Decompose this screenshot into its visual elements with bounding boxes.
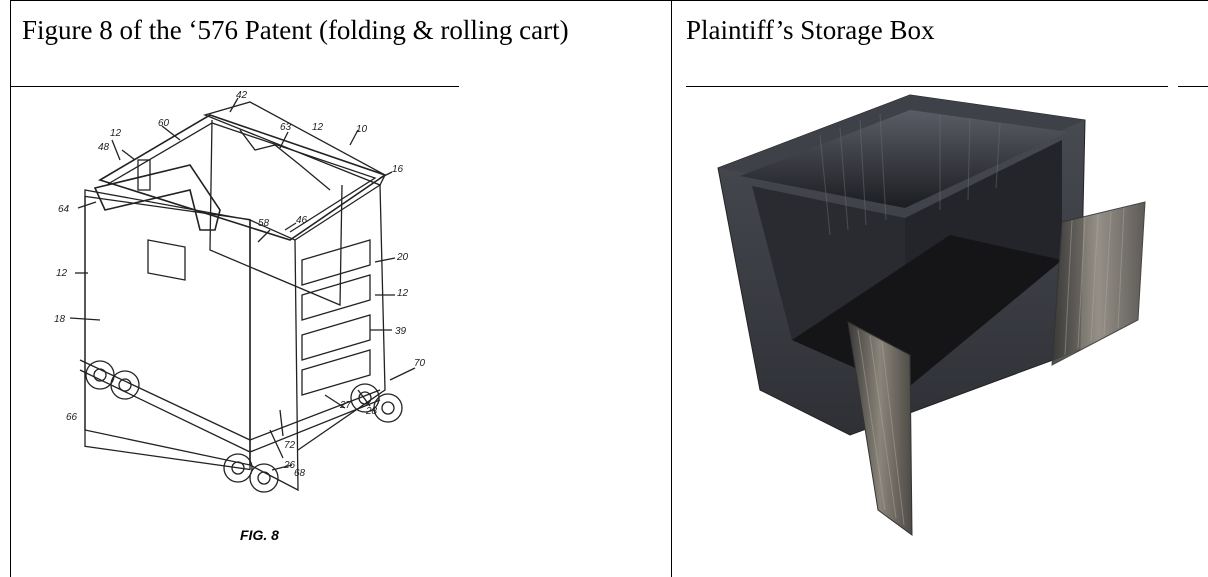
ref-numeral: 12 bbox=[397, 288, 409, 299]
ref-numeral: 70 bbox=[414, 358, 426, 369]
storage-box-photo bbox=[717, 94, 1146, 536]
ref-numeral: 60 bbox=[158, 118, 170, 129]
patent-figure-drawing: 42 60 63 12 10 12 48 16 64 46 58 20 12 1… bbox=[54, 90, 426, 493]
ref-numeral: 28 bbox=[365, 406, 378, 417]
ref-numeral: 46 bbox=[296, 215, 308, 226]
ref-numeral: 12 bbox=[56, 268, 68, 279]
ref-numeral: 16 bbox=[392, 164, 404, 175]
ref-numeral: 48 bbox=[98, 142, 110, 153]
ref-numeral: 68 bbox=[294, 468, 306, 479]
ref-numeral: 63 bbox=[280, 122, 292, 133]
figure-caption: FIG. 8 bbox=[240, 527, 279, 543]
ref-numeral: 10 bbox=[356, 124, 368, 135]
ref-numeral: 72 bbox=[284, 440, 296, 451]
ref-numeral: 39 bbox=[395, 326, 407, 337]
ref-numeral: 58 bbox=[258, 218, 270, 229]
left-column-header: Figure 8 of the ‘576 Patent (folding & r… bbox=[22, 15, 569, 45]
ref-numeral: 12 bbox=[110, 128, 122, 139]
ref-numeral: 12 bbox=[312, 122, 324, 133]
ref-numeral: 26 bbox=[283, 460, 296, 471]
table-column-divider bbox=[671, 0, 672, 577]
right-column-header: Plaintiff’s Storage Box bbox=[686, 15, 935, 45]
ref-numeral: 42 bbox=[236, 90, 248, 101]
ref-numeral: 27 bbox=[339, 400, 352, 411]
header-row-divider-right bbox=[686, 86, 1168, 87]
ref-numeral: 66 bbox=[66, 412, 78, 423]
table-top-border bbox=[10, 0, 1208, 1]
ref-numeral: 18 bbox=[54, 314, 66, 325]
table-left-border bbox=[10, 0, 11, 577]
header-row-divider-left bbox=[10, 86, 459, 87]
ref-numeral: 64 bbox=[58, 204, 70, 215]
header-row-divider-far-right bbox=[1178, 86, 1208, 87]
ref-numeral: 20 bbox=[396, 252, 409, 263]
